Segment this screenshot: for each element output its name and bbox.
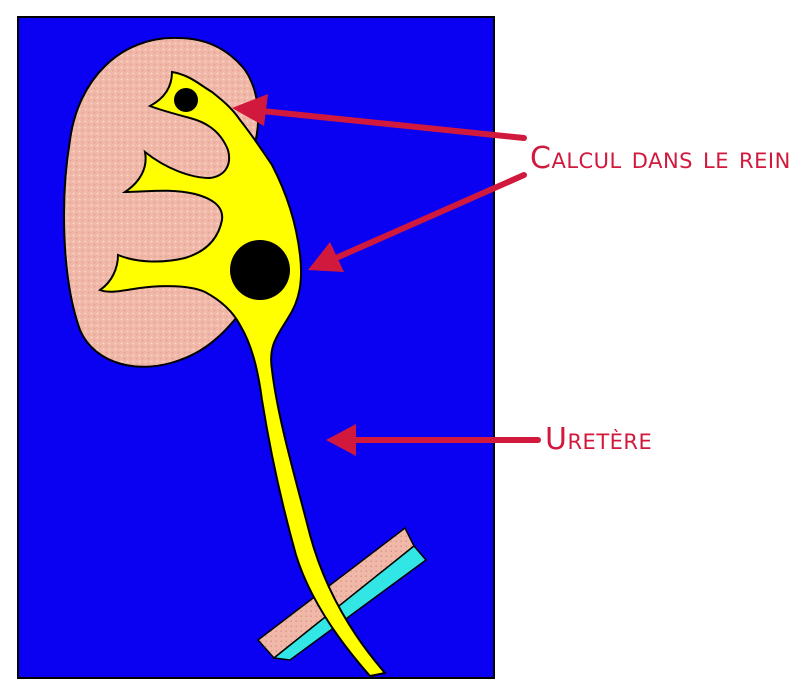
ureter-label: Uretère [545,425,652,455]
large-stone [230,240,290,300]
kidney-stone-label: Calcul dans le rein [530,144,789,174]
small-stone [174,88,198,112]
